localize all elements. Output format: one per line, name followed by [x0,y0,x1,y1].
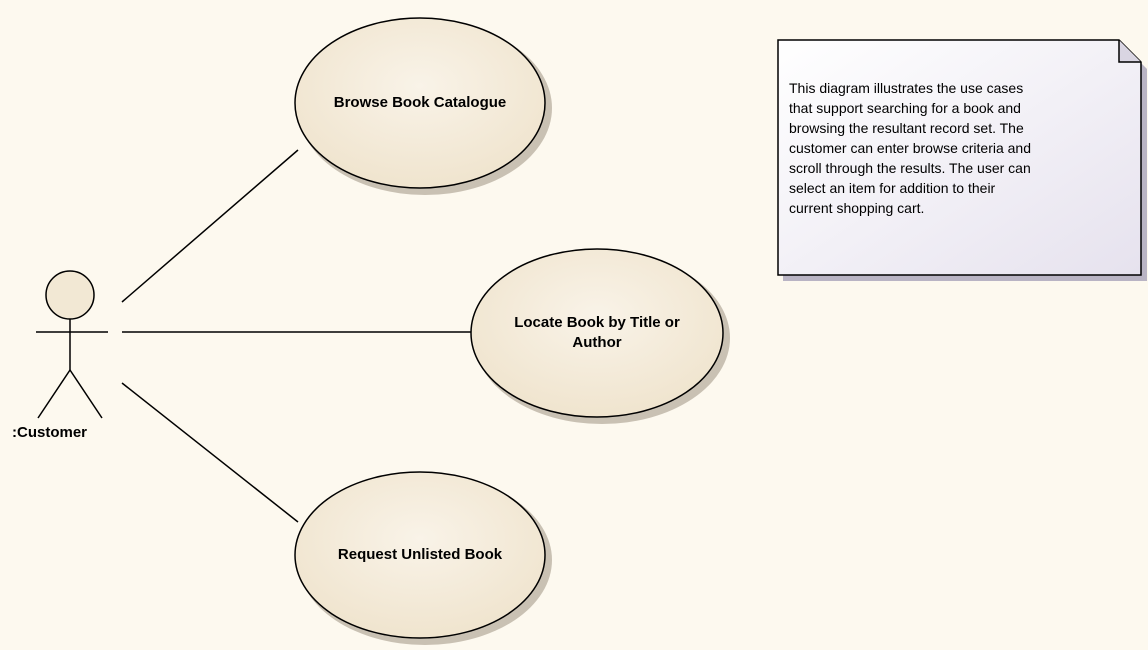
association-browse [121,149,299,303]
actor-customer-icon[interactable] [36,270,108,419]
use-case-label-locate: Locate Book by Title or Author [514,314,680,351]
note-text: This diagram illustrates the use cases t… [789,80,1031,216]
note-shape[interactable] [777,39,1142,276]
use-case-label-request: Request Unlisted Book [337,546,503,563]
note-fold-corner [1118,40,1141,63]
association-request [121,382,299,523]
actor-name-label: :Customer [12,424,88,441]
use-case-browse-book-catalogue[interactable] [294,17,546,189]
use-case-locate-book[interactable] [470,248,724,418]
use-case-label-browse: Browse Book Catalogue [333,94,507,111]
use-case-request-unlisted-book[interactable] [294,471,546,639]
